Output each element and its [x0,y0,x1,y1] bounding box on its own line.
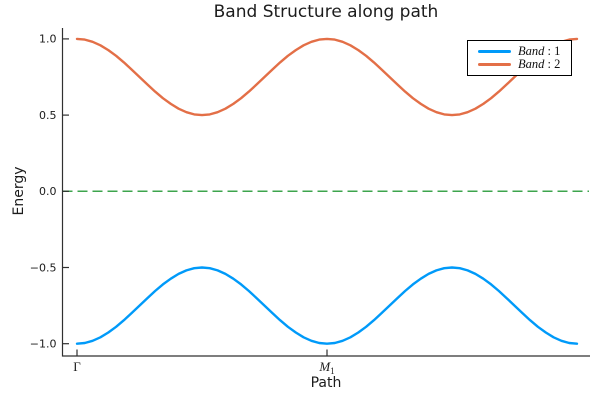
y-tick-label: 0.0 [39,185,57,198]
legend-entry-band-1: Band : 1 [468,44,571,58]
x-axis-label: Path [310,375,342,391]
y-tick-label: −1.0 [30,338,57,351]
axis-spines [61,28,590,357]
legend-label-band-2: Band : 2 [518,57,561,71]
y-tick-label: −0.5 [30,261,57,274]
y-tick-label: 0.5 [39,109,57,122]
legend-line-band-2 [478,63,511,66]
y-axis-label: Energy [11,166,27,216]
legend: Band : 1 Band : 2 [467,40,572,76]
legend-line-band-1 [478,50,511,53]
legend-label-band-1: Band : 1 [518,44,561,58]
series-band-1 [75,266,579,345]
x-tick-label: Γ [73,359,81,374]
series-band-2 [75,37,579,117]
y-tick-label: 1.0 [39,33,57,46]
x-tick-label: M1 [318,359,334,376]
chart-title: Band Structure along path [213,2,439,22]
legend-entry-band-2: Band : 2 [468,57,571,71]
